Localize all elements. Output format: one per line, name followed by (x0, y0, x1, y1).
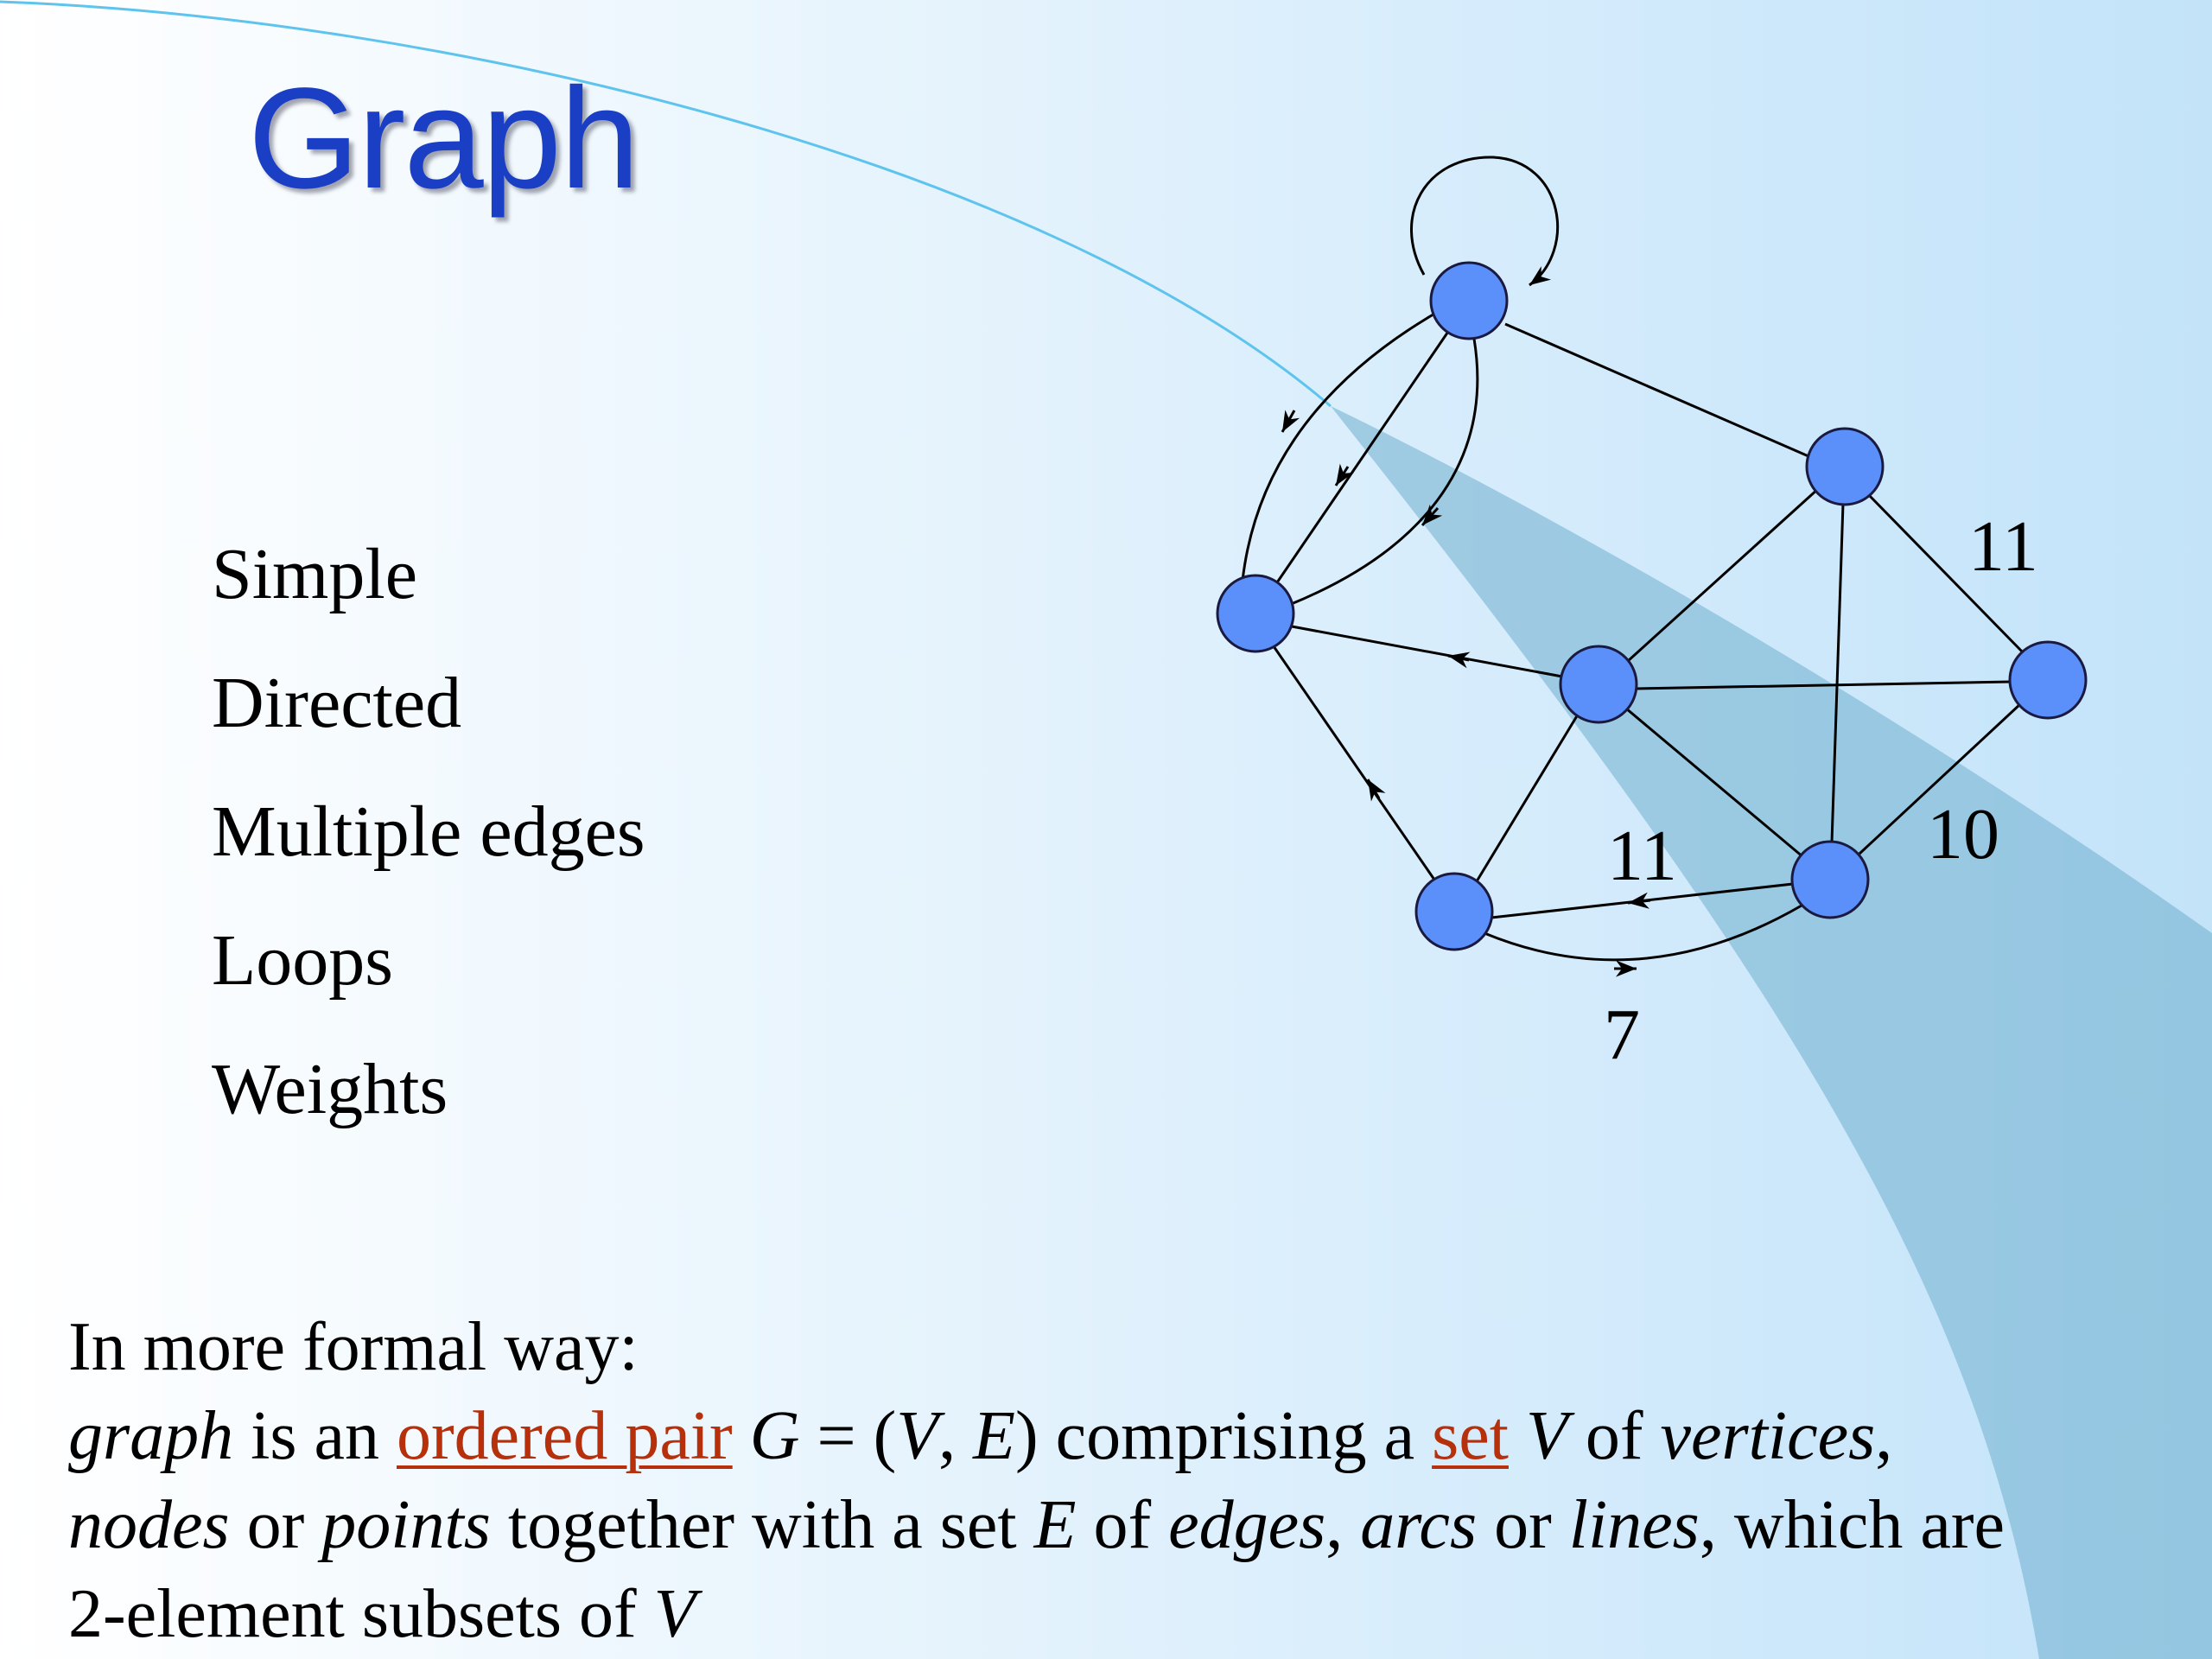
term-vertices: vertices (1660, 1398, 1876, 1474)
edge-n6-n3-arrow (1366, 779, 1386, 802)
edge-n1-n3-straight (1272, 323, 1455, 588)
graph-edges (1241, 156, 2026, 977)
feature-list: Simple Directed Multiple edges Loops Wei… (212, 510, 645, 1154)
term-nodes: nodes (68, 1487, 230, 1563)
term-graph: graph (68, 1398, 234, 1474)
text-which-are: , which are (1699, 1487, 2005, 1563)
feature-item-multiple-edges: Multiple edges (212, 791, 645, 872)
edge-n7-n6-arrow (1627, 892, 1651, 909)
text-subsets: 2-element subsets of (68, 1576, 654, 1652)
formal-line-3: 2-element subsets of V (68, 1570, 2202, 1659)
text-or-2: or (1477, 1487, 1569, 1563)
edge-n6-n7-curved (1484, 904, 1802, 962)
edge-n2-n7 (1830, 503, 1845, 843)
text-comprising: ) comprising a (1014, 1398, 1433, 1474)
edge-n5-n7 (1858, 702, 2022, 855)
symbol-e: E (973, 1398, 1015, 1474)
term-points: points (321, 1487, 491, 1563)
formal-line-2: nodes or points together with a set E of… (68, 1481, 2202, 1570)
feature-item-weights: Weights (212, 1049, 448, 1129)
text-or: or (229, 1487, 322, 1563)
feature-item-directed: Directed (212, 663, 462, 743)
term-edges: edges (1168, 1487, 1326, 1563)
graph-node-n7 (1790, 840, 1870, 919)
formal-line-1: graph is an ordered pair G = (V, E) comp… (68, 1392, 2202, 1481)
text-comma: , (938, 1398, 974, 1474)
decor-arc-line (0, 0, 1332, 408)
text-is-an: is an (233, 1398, 397, 1474)
graph-node-n4 (1559, 645, 1638, 724)
weight-label-n5-n7: 10 (1927, 794, 1999, 874)
graph-node-n5 (2008, 640, 2088, 720)
edge-n1-n3-outer-arrow (1281, 410, 1300, 433)
weight-label-n2-n5: 11 (1968, 506, 2038, 587)
edge-n4-n6 (1475, 714, 1580, 882)
text-together: together with a set (490, 1487, 1034, 1563)
graph-node-n6 (1414, 872, 1494, 951)
edge-n4-n3-arrow (1447, 652, 1471, 669)
text-of: of (1567, 1398, 1661, 1474)
graph-node-n2 (1805, 427, 1885, 506)
edge-n1-n3-inner-arrow (1421, 504, 1443, 527)
symbol-g: G (732, 1398, 800, 1474)
ordered-pair-link[interactable]: ordered pair (397, 1398, 733, 1474)
formal-definition: In more formal way: graph is an ordered … (68, 1303, 2202, 1659)
edge-n4-n3 (1291, 625, 1563, 678)
weight-label-n6-n7-curved: 7 (1604, 995, 1640, 1075)
text-comma-3: , (1325, 1487, 1361, 1563)
decor-shadow-wedge (1331, 406, 2212, 1659)
edge-n1-n2 (1504, 322, 1809, 458)
edge-weight-labels: 11 10 11 7 (1604, 506, 2038, 1075)
symbol-e-2: E (1033, 1487, 1077, 1563)
weight-label-n7-n6: 11 (1607, 816, 1677, 896)
symbol-v: V (896, 1398, 939, 1474)
edge-n6-n3 (1272, 645, 1436, 880)
edge-n1-n3-inner (1288, 338, 1479, 607)
graph-node-n3 (1216, 574, 1295, 653)
symbol-v-2: V (1508, 1398, 1568, 1474)
edge-loop (1410, 156, 1560, 287)
formal-intro: In more formal way: (68, 1309, 639, 1385)
text-comma-2: , (1875, 1398, 1893, 1474)
term-arcs: arcs (1360, 1487, 1478, 1563)
text-eq-open: = ( (799, 1398, 897, 1474)
feature-item-loops: Loops (212, 920, 393, 1001)
term-lines: lines (1568, 1487, 1700, 1563)
symbol-v-3: V (653, 1576, 696, 1652)
edge-n1-n3-straight-arrow (1334, 463, 1354, 486)
graph-node-n1 (1429, 261, 1509, 340)
edge-n4-n7 (1625, 707, 1804, 859)
edge-n2-n5 (1866, 493, 2026, 656)
edge-n4-n5 (1635, 680, 2012, 690)
graph-nodes (1216, 261, 2088, 951)
text-of-2: of (1076, 1487, 1169, 1563)
edge-n1-n3-outer (1241, 311, 1437, 582)
edge-n2-n4 (1626, 486, 1821, 663)
set-link[interactable]: set (1432, 1398, 1509, 1474)
feature-item-simple: Simple (212, 534, 418, 614)
slide-title: Graph (248, 59, 639, 219)
